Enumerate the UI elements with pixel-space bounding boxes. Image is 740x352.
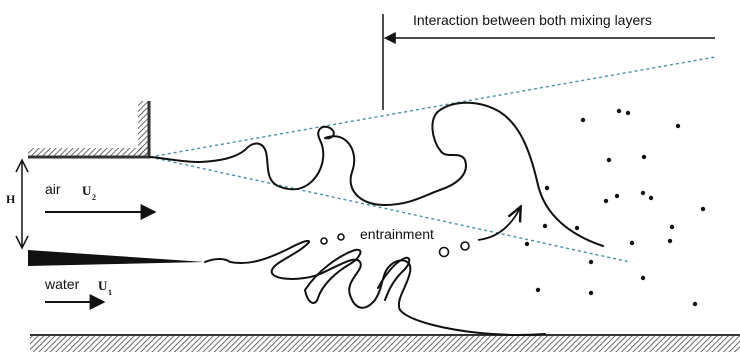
- water-label: water: [44, 276, 80, 292]
- air-velocity-symbol: U: [82, 183, 92, 198]
- air-label: air: [45, 181, 61, 197]
- water-ligament-1: [304, 248, 362, 304]
- droplets: [524, 108, 706, 307]
- water-stream: water U 1: [44, 276, 112, 310]
- entrainment-label: entrainment: [360, 226, 434, 242]
- height-label: H: [6, 192, 16, 206]
- water-velocity-subscript: 1: [108, 288, 112, 297]
- upper-mixing-layer-interface: [149, 101, 604, 247]
- splitter-plate: [28, 250, 205, 266]
- mixing-layer-boundaries: [149, 56, 716, 263]
- air-stream: air U 2: [45, 181, 157, 220]
- air-velocity-subscript: 2: [92, 193, 96, 202]
- bottom-wall: [30, 334, 740, 352]
- water-ligament-2: [377, 256, 411, 301]
- interaction-label: Interaction between both mixing layers: [413, 12, 652, 28]
- entrainment-arrow: [477, 208, 520, 241]
- lower-mixing-layer-interface: [204, 240, 546, 336]
- upper-wall: [28, 101, 151, 159]
- water-velocity-symbol: U: [98, 278, 108, 293]
- interaction-indicator: Interaction between both mixing layers: [382, 12, 715, 110]
- bubbles: [320, 233, 470, 258]
- height-dimension: H: [6, 158, 29, 250]
